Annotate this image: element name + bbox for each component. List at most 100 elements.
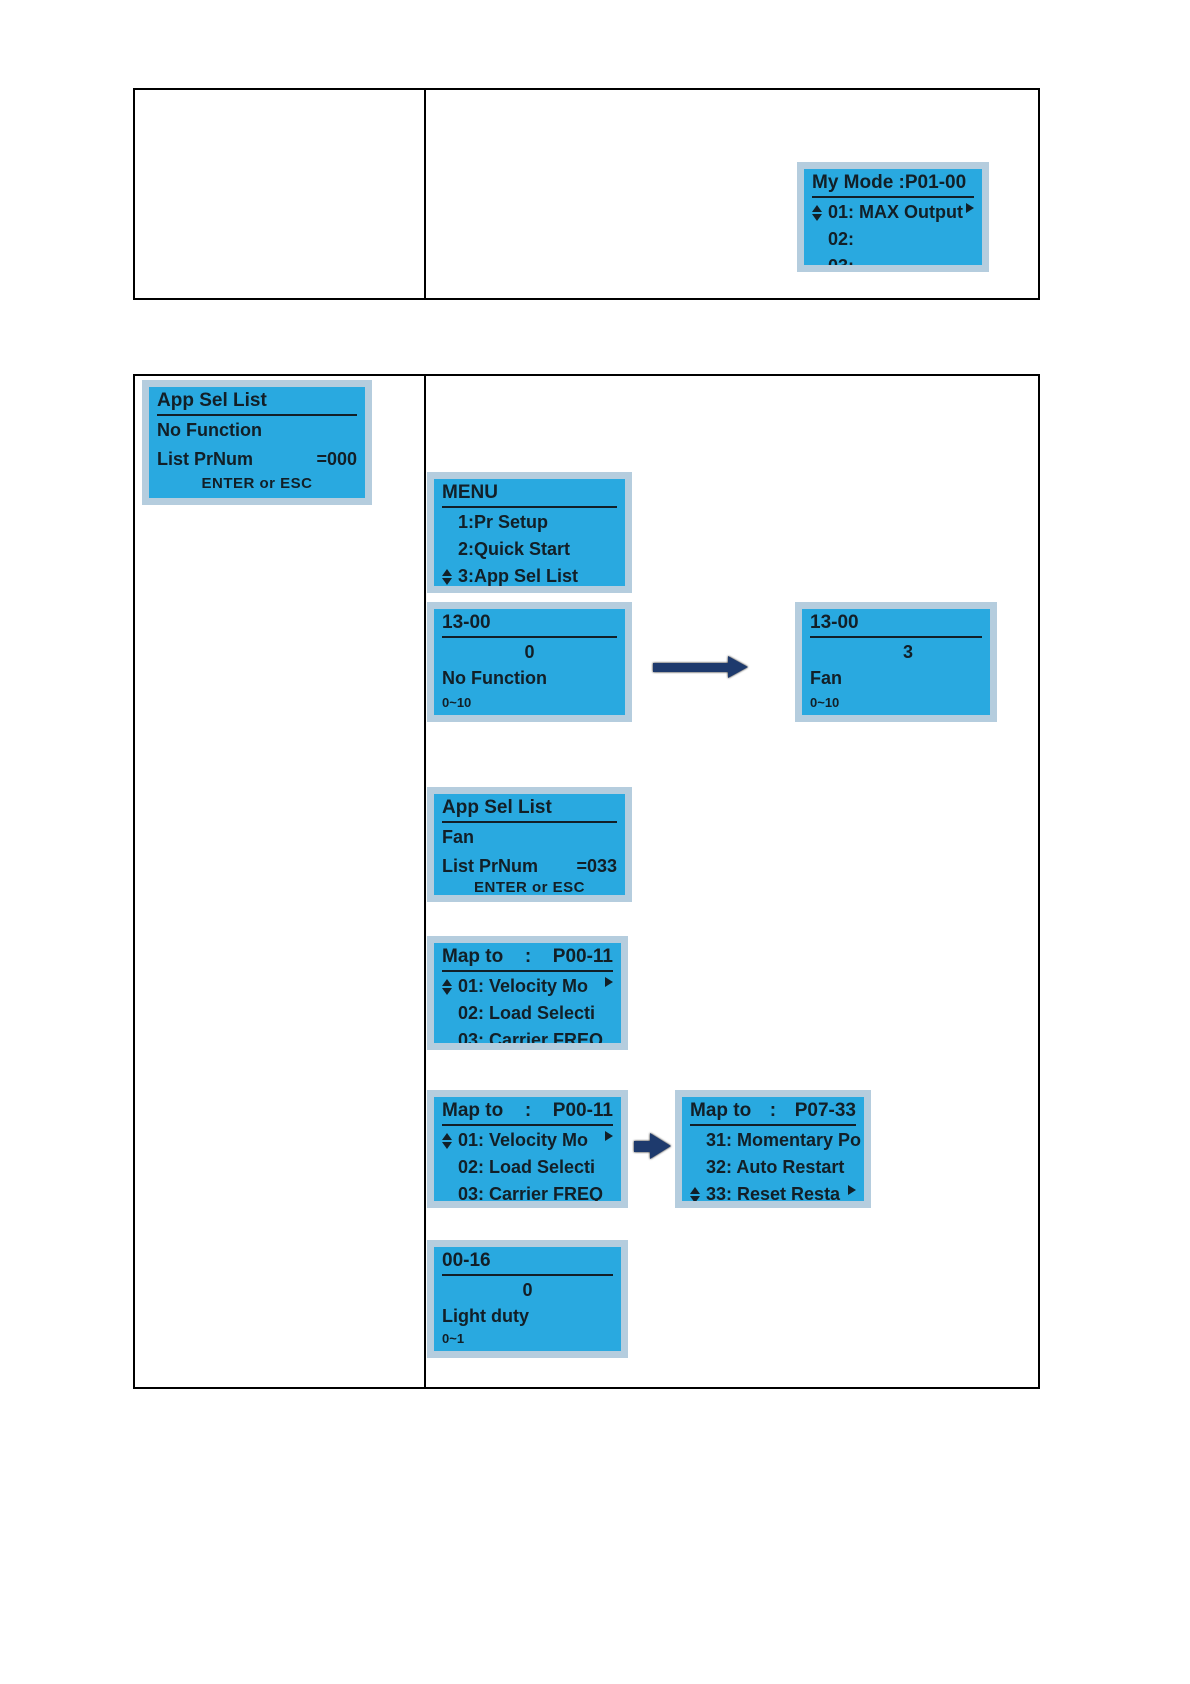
table-column-divider [424,376,426,1387]
list-item-label: 31: Momentary Po [706,1130,862,1150]
list-item-label: 33: Reset Resta [706,1184,841,1201]
lcd-display: MENU 1:Pr Setup 2:Quick Start 3:App Sel … [434,479,625,586]
lcd-display: 13-00 0 No Function 0~10 [434,609,625,715]
up-down-arrow-icon [442,568,458,585]
param-name: Light duty [442,1306,529,1326]
lcd-display: App Sel List No Function List PrNum =000… [149,387,365,498]
screen-title-text: 13-00 [810,612,859,633]
list-item: 03: Carrier FREQ [442,1028,613,1043]
screen-title-text: MENU [442,482,498,503]
lcd-screen-map-to-p00-11-repeat: Map to : P00-11 01: Velocity Mo 02: Load… [427,1090,628,1208]
up-down-arrow-icon [442,978,458,995]
screen-title-text: App Sel List [442,797,552,818]
list-item: 01: MAX Output [812,200,974,225]
lcd-screen-map-to-p07-33: Map to : P07-33 31: Momentary Po 32: Aut… [675,1090,871,1208]
list-item-label: 01: MAX Output [828,202,963,222]
lcd-display: Map to : P07-33 31: Momentary Po 32: Aut… [682,1097,864,1201]
menu-item-label: 1:Pr Setup [458,512,549,532]
list-item-label: 32: Auto Restart [706,1157,845,1177]
list-item-label: 02: Load Selecti [458,1157,596,1177]
screen-title: MENU [442,481,617,508]
menu-item: 2:Quick Start [442,537,617,562]
flow-arrow-icon [653,656,748,678]
list-item: 02: Load Selecti [442,1155,613,1180]
list-item-label: 03: Carrier FREQ [458,1030,604,1043]
screen-title: My Mode :P01-00 [812,171,974,198]
list-item-label: 03: Carrier FREQ [458,1184,604,1201]
lcd-screen-menu: MENU 1:Pr Setup 2:Quick Start 3:App Sel … [427,472,632,593]
prnum-label: List PrNum [442,856,539,876]
param-name: No Function [442,668,547,688]
list-item-label: 01: Velocity Mo [458,976,589,996]
list-item-label: 03: [828,254,854,265]
lcd-screen-13-00-before: 13-00 0 No Function 0~10 [427,602,632,722]
param-name: Fan [810,668,843,688]
map-to-separator: : [524,1100,532,1121]
lcd-display: Map to : P00-11 01: Velocity Mo 02: Load… [434,1097,621,1201]
list-item: 01: Velocity Mo [442,974,613,999]
lcd-display: 13-00 3 Fan 0~10 [802,609,990,715]
lcd-display: My Mode :P01-00 01: MAX Output 02: 03: [804,169,982,265]
list-item: 33: Reset Resta [690,1182,856,1201]
list-item-label: 02: Load Selecti [458,1003,596,1023]
lcd-screen-app-sel-list-initial: App Sel List No Function List PrNum =000… [142,380,372,505]
map-to-label: Map to [442,1100,504,1121]
lcd-display: Map to : P00-11 01: Velocity Mo 02: Load… [434,943,621,1043]
param-range: 0~10 [442,695,472,710]
lcd-screen-my-mode: My Mode :P01-00 01: MAX Output 02: 03: [797,162,989,272]
screen-title: App Sel List [442,796,617,823]
list-item: 02: Load Selecti [442,1001,613,1026]
function-name: Fan [442,827,475,847]
prnum-row: List PrNum =033 [442,854,617,879]
prnum-value: =033 [576,856,617,876]
map-to-separator: : [769,1100,777,1121]
prnum-value: =000 [316,449,357,469]
right-triangle-icon [966,202,974,213]
list-item: 03: [812,254,974,265]
prnum-row: List PrNum =000 [157,447,357,472]
param-value: 3 [902,642,913,662]
screen-title-text: My Mode :P01-00 [812,172,967,193]
map-to-param: P00-11 [552,1100,613,1121]
prnum-label: List PrNum [157,449,254,469]
lcd-screen-00-16: 00-16 0 Light duty 0~1 [427,1240,628,1358]
menu-item-label: 2:Quick Start [458,539,571,559]
list-item-label: 02: [828,229,855,249]
screen-title: 00-16 [442,1249,613,1276]
lcd-screen-map-to-p00-11: Map to : P00-11 01: Velocity Mo 02: Load… [427,936,628,1050]
param-value: 0 [522,1280,533,1300]
lcd-screen-13-00-after: 13-00 3 Fan 0~10 [795,602,997,722]
screen-title-text: 13-00 [442,612,491,633]
map-to-label: Map to [690,1100,752,1121]
menu-item-label: 3:App Sel List [458,566,579,586]
list-item: 01: Velocity Mo [442,1128,613,1153]
screen-title: 13-00 [442,611,617,638]
param-value: 0 [524,642,535,662]
right-triangle-icon [605,976,613,987]
right-triangle-icon [605,1130,613,1141]
map-to-param: P00-11 [552,946,613,967]
map-to-param: P07-33 [794,1100,856,1121]
up-down-arrow-icon [812,204,828,221]
hint-text: ENTER or ESC [473,879,585,895]
list-item: 03: Carrier FREQ [442,1182,613,1201]
lcd-screen-app-sel-list-fan: App Sel List Fan List PrNum =033 ENTER o… [427,787,632,902]
list-item: 32: Auto Restart [690,1155,856,1180]
list-item: 31: Momentary Po [690,1128,861,1153]
screen-title: Map to : P00-11 [442,1099,613,1126]
right-triangle-icon [848,1184,856,1195]
screen-title: Map to : P07-33 [690,1099,856,1126]
list-item: 02: [812,227,974,252]
map-to-label: Map to [442,946,504,967]
function-name: No Function [157,420,262,440]
screen-title: 13-00 [810,611,982,638]
lcd-display: App Sel List Fan List PrNum =033 ENTER o… [434,794,625,895]
screen-title-text: App Sel List [157,390,267,411]
screen-title: Map to : P00-11 [442,945,613,972]
param-range: 0~10 [810,695,840,710]
hint-text: ENTER or ESC [201,475,313,492]
screen-title: App Sel List [157,389,357,416]
table-column-divider [424,90,426,298]
lcd-display: 00-16 0 Light duty 0~1 [434,1247,621,1351]
